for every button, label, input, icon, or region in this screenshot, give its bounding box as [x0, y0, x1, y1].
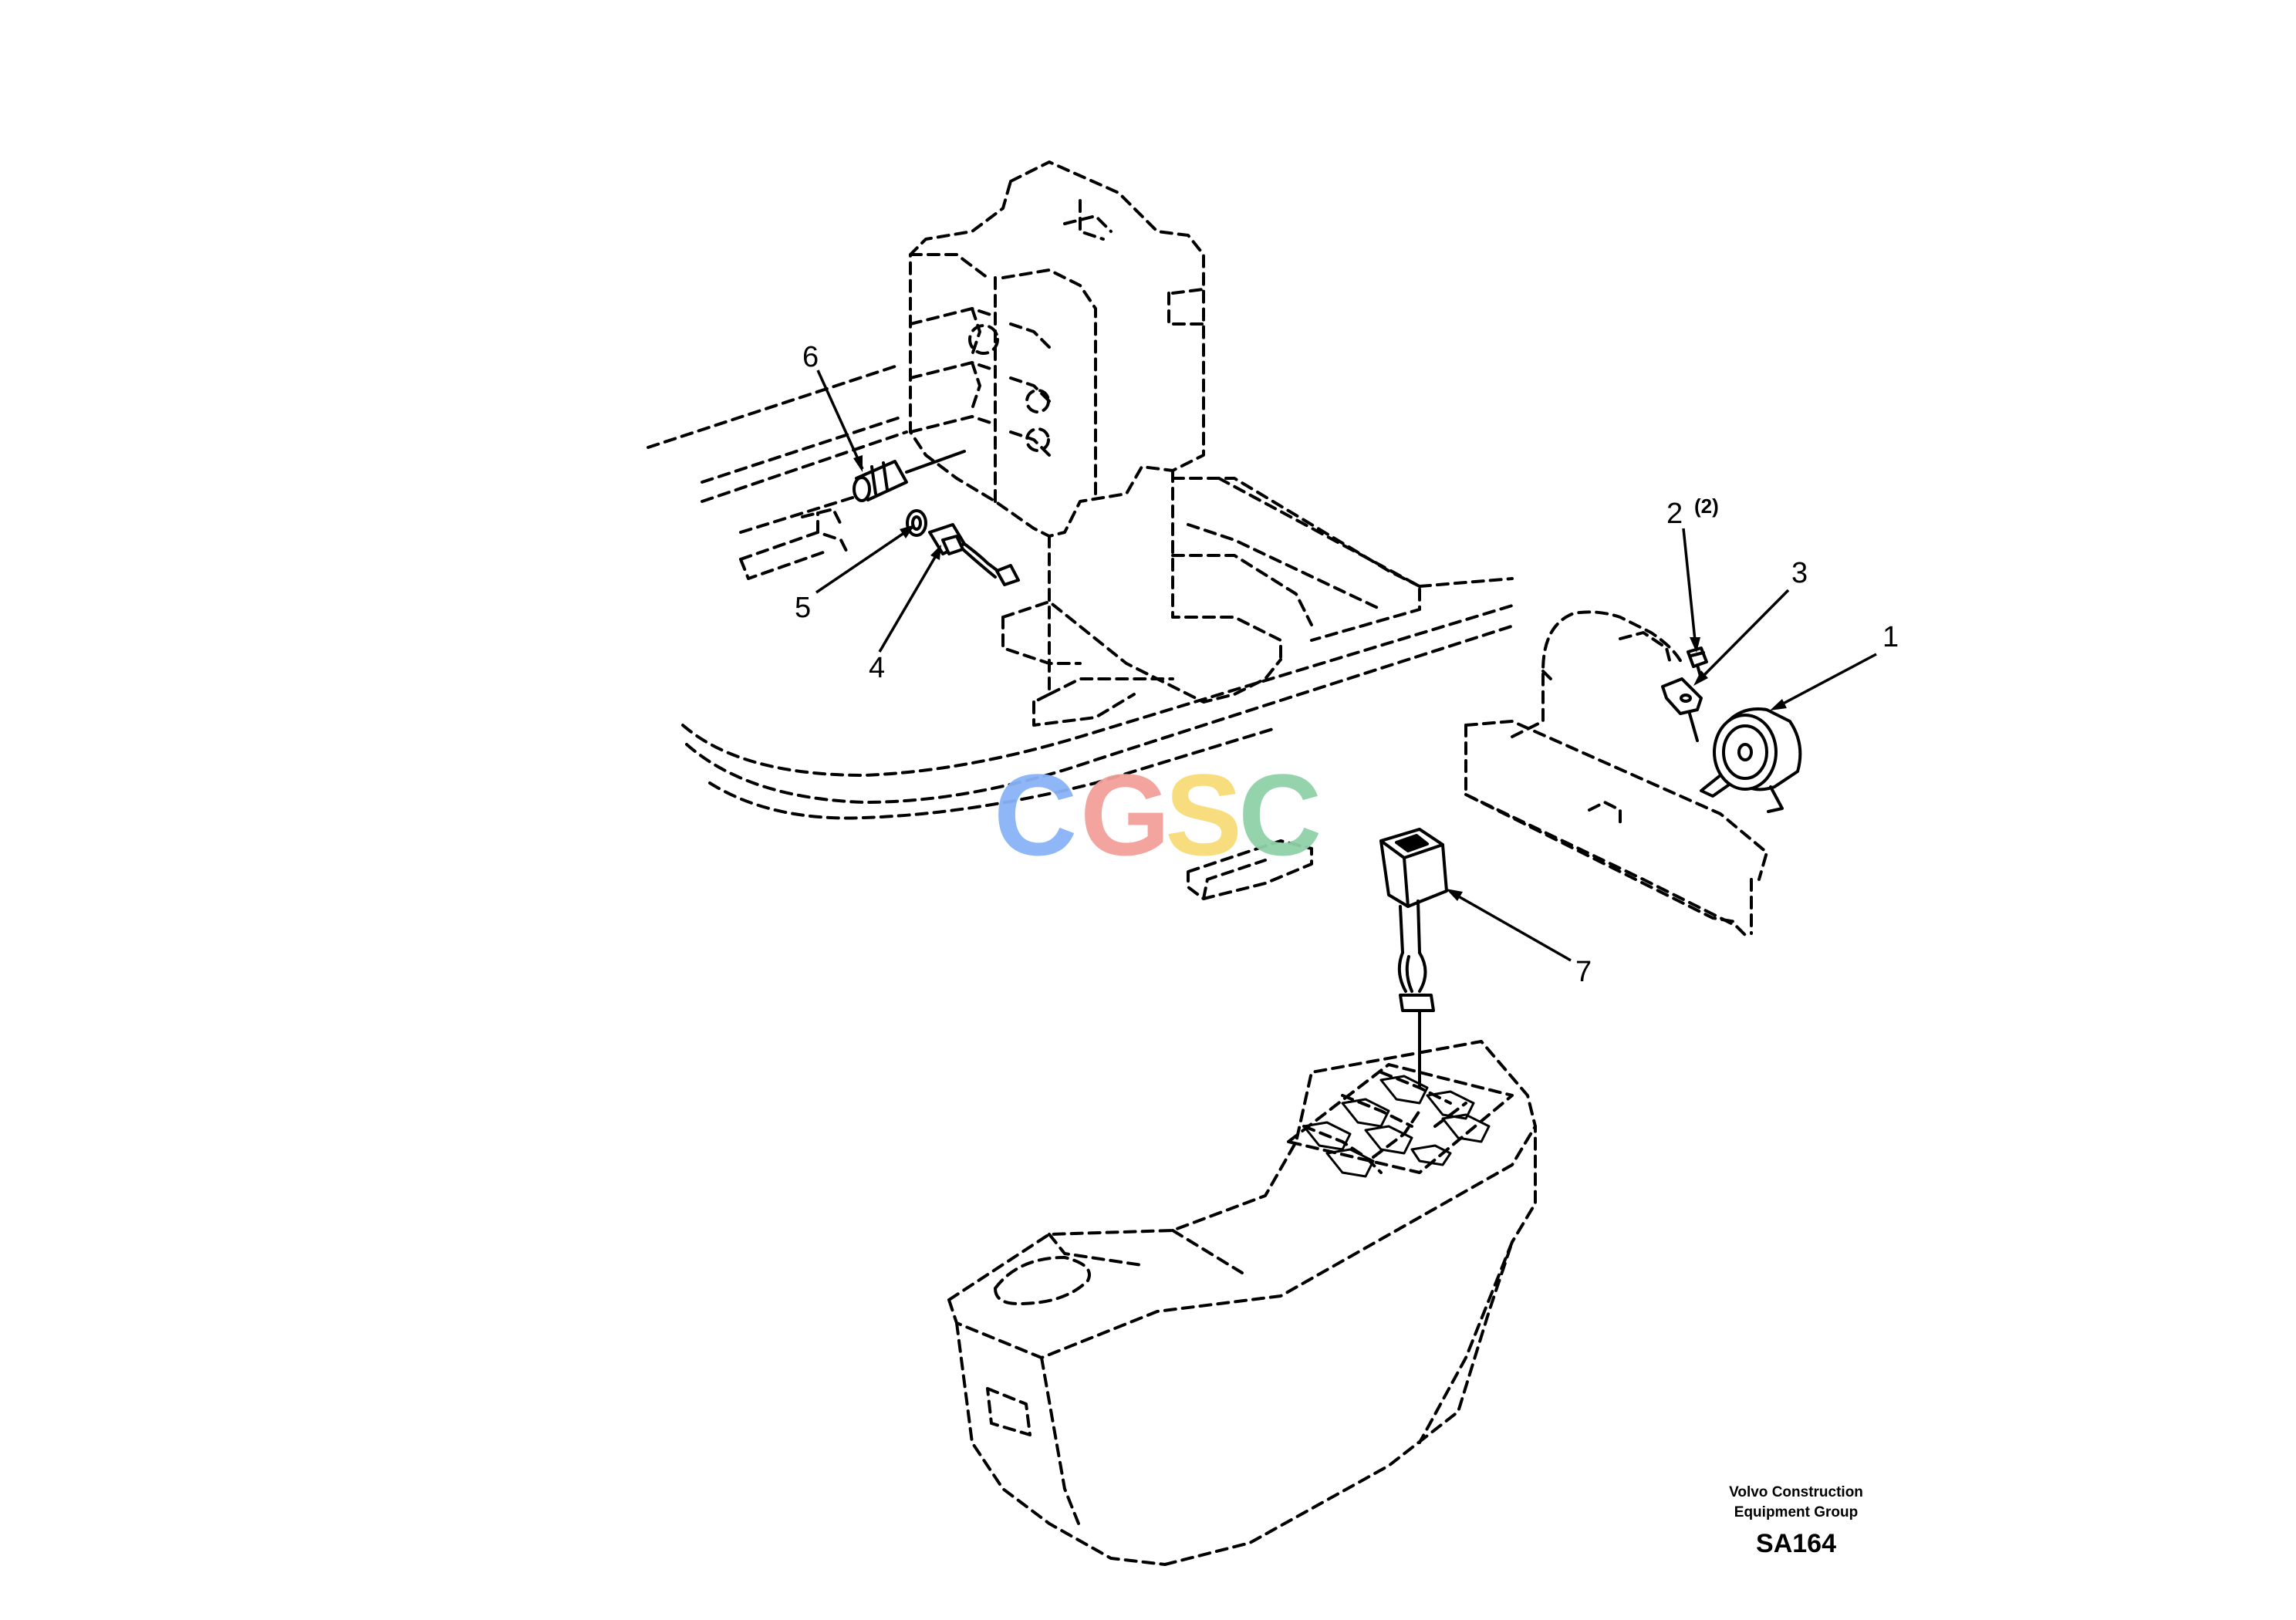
callout-7: 7: [1575, 956, 1592, 988]
machine-outline: [647, 160, 1768, 1566]
footer-company-line-1: Volvo Construction: [1729, 1484, 1863, 1500]
callout-2-quantity: (2): [1694, 494, 1719, 518]
lower-bracket-outline: [1187, 839, 1313, 900]
switch-panel-outline: [1287, 1063, 1514, 1178]
deck-outline: [1464, 720, 1768, 939]
footer-company-line-2: Equipment Group: [1734, 1504, 1858, 1520]
callout-labels: 1 2 (2) 3 4 5 6 7: [795, 341, 1899, 988]
part-5-washer: [906, 509, 927, 537]
watermark-letter: C: [994, 750, 1077, 879]
part-4-sensor: [928, 523, 1020, 586]
callout-5: 5: [795, 592, 811, 624]
watermark-letter: C: [1238, 750, 1322, 879]
drawing-code: SA164: [1756, 1529, 1836, 1558]
callout-4: 4: [869, 652, 885, 684]
callout-3: 3: [1791, 557, 1808, 589]
watermark-logo: C G S C: [994, 750, 1322, 879]
callout-6: 6: [802, 341, 819, 373]
part-7-switch: [1379, 828, 1448, 1089]
watermark-letter: G: [1080, 750, 1170, 879]
hose-outline: [1511, 610, 1683, 738]
frame-rails: [647, 365, 1518, 820]
leader-lines: [815, 370, 1877, 962]
console-outline: [947, 1040, 1537, 1566]
part-1-horn: [1700, 707, 1802, 813]
part-3-bracket: [1661, 677, 1703, 742]
part-6-fitting: [853, 450, 966, 502]
footer-block: Volvo Construction Equipment Group SA164: [1729, 1484, 1863, 1558]
callout-1: 1: [1882, 621, 1899, 653]
watermark-letter: S: [1165, 750, 1242, 879]
callout-2: 2: [1666, 498, 1683, 530]
control-valve-outline: [909, 160, 1421, 727]
connector-outline: [739, 508, 850, 580]
